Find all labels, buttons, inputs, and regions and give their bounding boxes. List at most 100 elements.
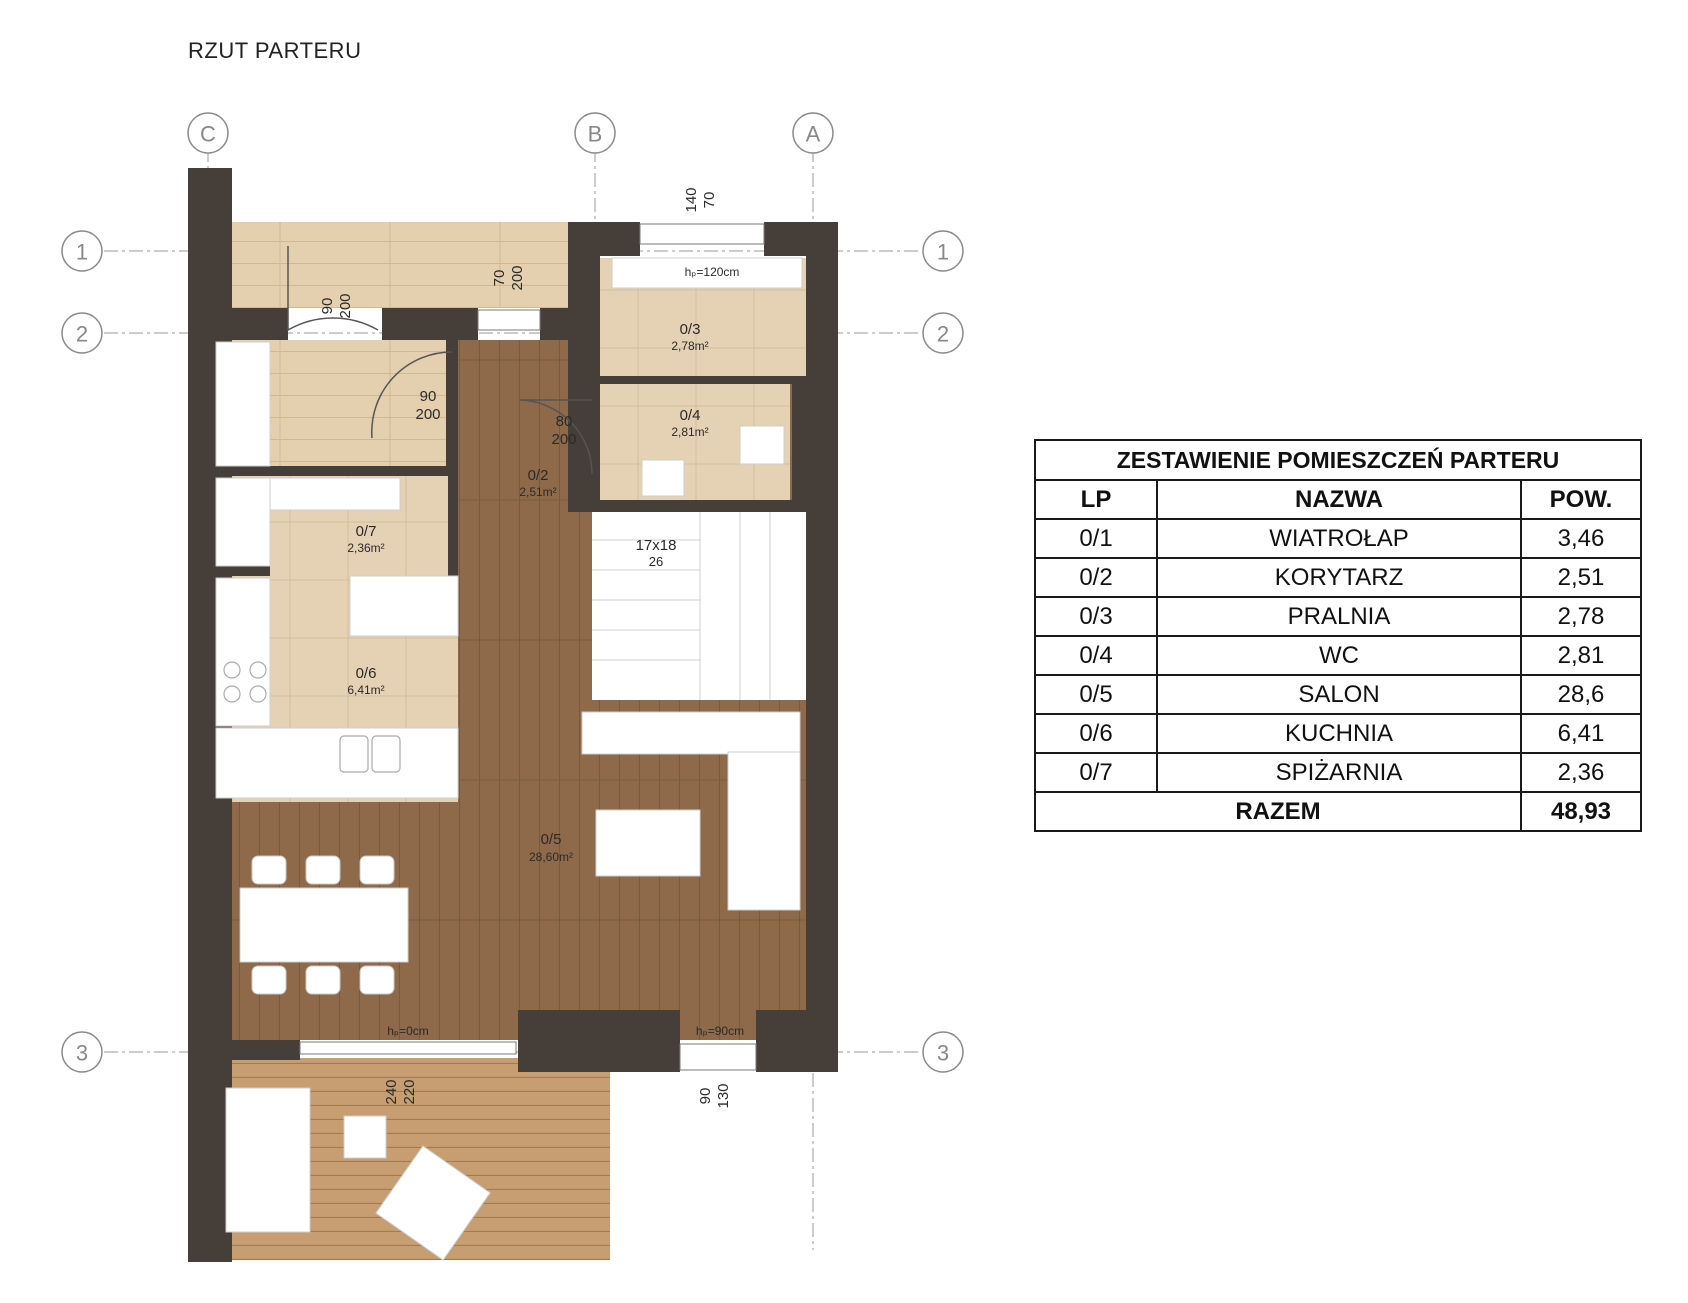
row-lp: 0/2 xyxy=(1034,557,1158,598)
room-area-0-5: 28,60m² xyxy=(529,850,573,864)
row-name: KUCHNIA xyxy=(1156,713,1522,754)
window-entry xyxy=(477,309,541,331)
table-row: 0/3 PRALNIA 2,78 xyxy=(1034,596,1642,637)
window-label-terrace-b: 220 xyxy=(401,1079,418,1104)
bathtub xyxy=(611,257,803,289)
row-name: PRALNIA xyxy=(1156,596,1522,637)
axis-marker-3-left xyxy=(61,1031,103,1073)
row-area: 3,46 xyxy=(1520,518,1642,559)
total-label: RAZEM xyxy=(1034,791,1522,832)
window-label-top-a: 140 xyxy=(683,187,700,212)
row-name: WC xyxy=(1156,635,1522,676)
axis-label-3-right: 3 xyxy=(937,1041,949,1066)
table-total-row: RAZEM 48,93 xyxy=(1034,791,1642,832)
door-label-front-h: 200 xyxy=(337,293,354,318)
sink xyxy=(339,735,401,773)
pantry-shelf xyxy=(269,477,401,511)
total-value: 48,93 xyxy=(1520,791,1642,832)
table-row: 0/7 SPIŻARNIA 2,36 xyxy=(1034,752,1642,793)
door-swings xyxy=(287,246,593,475)
window-label-salon-b: 130 xyxy=(715,1083,732,1108)
room-area-0-6: 6,41m² xyxy=(347,683,384,697)
axis-marker-3-right xyxy=(922,1031,964,1073)
cooktop xyxy=(223,661,267,703)
row-lp: 0/5 xyxy=(1034,674,1158,715)
room-area-0-4: 2,81m² xyxy=(671,425,708,439)
stairs-count: 26 xyxy=(649,554,663,569)
sofa-back xyxy=(581,711,801,755)
row-area: 28,6 xyxy=(1520,674,1642,715)
sill-height-laundry: hₚ=120cm xyxy=(685,265,740,279)
plan-title: RZUT PARTERU xyxy=(188,38,362,63)
axis-marker-1-left xyxy=(61,230,103,272)
row-lp: 0/3 xyxy=(1034,596,1158,637)
table-row: 0/2 KORYTARZ 2,51 xyxy=(1034,557,1642,598)
room-label-0-2: 0/2 xyxy=(528,467,549,484)
terrace-door-window xyxy=(299,1041,517,1055)
toilet xyxy=(739,425,785,465)
axis-label-1-right: 1 xyxy=(937,240,949,265)
window-label-terrace-a: 240 xyxy=(383,1079,400,1104)
washbasin xyxy=(641,459,685,497)
axis-markers xyxy=(61,112,964,1073)
axis-label-2-left: 2 xyxy=(76,322,88,347)
axis-marker-a xyxy=(792,112,834,154)
kitchen-island xyxy=(349,575,459,637)
row-area: 2,78 xyxy=(1520,596,1642,637)
dining-table xyxy=(239,887,409,963)
door-label-wc-w: 80 xyxy=(556,413,573,430)
kitchen-counter-bottom xyxy=(215,727,459,799)
axis-label-c: C xyxy=(200,122,216,147)
sill-height-salon: hₚ=90cm xyxy=(696,1024,744,1038)
furniture xyxy=(215,257,803,1261)
room-area-0-3: 2,78m² xyxy=(671,339,708,353)
row-name: SALON xyxy=(1156,674,1522,715)
windows xyxy=(299,223,765,1071)
door-label-vestibule-w: 90 xyxy=(420,388,437,405)
axis-label-1-left: 1 xyxy=(76,240,88,265)
row-lp: 0/6 xyxy=(1034,713,1158,754)
row-lp: 0/7 xyxy=(1034,752,1158,793)
stairs-size: 17x18 xyxy=(636,537,677,554)
sofa-side xyxy=(727,751,801,911)
table-row: 0/6 KUCHNIA 6,41 xyxy=(1034,713,1642,754)
axis-marker-2-right xyxy=(922,312,964,354)
window-salon xyxy=(679,1043,757,1071)
pantry-cabinet xyxy=(215,477,271,567)
axis-label-a: A xyxy=(806,122,821,147)
room-label-0-3: 0/3 xyxy=(680,321,701,338)
row-area: 2,81 xyxy=(1520,635,1642,676)
table-row: 0/5 SALON 28,6 xyxy=(1034,674,1642,715)
door-label-vestibule-h: 200 xyxy=(415,406,440,423)
terrace-table xyxy=(343,1115,387,1159)
row-area: 6,41 xyxy=(1520,713,1642,754)
row-area: 2,36 xyxy=(1520,752,1642,793)
axis-marker-b xyxy=(574,112,616,154)
door-label-entry-w: 70 xyxy=(491,270,508,287)
room-label-0-5: 0/5 xyxy=(541,831,562,848)
row-area: 2,51 xyxy=(1520,557,1642,598)
stairs xyxy=(592,512,771,700)
row-name: KORYTARZ xyxy=(1156,557,1522,598)
axis-marker-c xyxy=(187,112,229,154)
kitchen-counter-left xyxy=(215,577,271,727)
room-area-0-2: 2,51m² xyxy=(519,485,556,499)
row-lp: 0/1 xyxy=(1034,518,1158,559)
axis-label-b: B xyxy=(588,122,603,147)
row-name: WIATROŁAP xyxy=(1156,518,1522,559)
row-lp: 0/4 xyxy=(1034,635,1158,676)
window-label-salon-a: 90 xyxy=(697,1088,714,1105)
axis-marker-1-right xyxy=(922,230,964,272)
door-label-wc-h: 200 xyxy=(551,431,576,448)
table-header-name: NAZWA xyxy=(1156,479,1522,520)
window-label-top-b: 70 xyxy=(701,192,718,209)
room-label-0-7: 0/7 xyxy=(356,523,377,540)
axis-label-3-left: 3 xyxy=(76,1041,88,1066)
coffee-table xyxy=(595,809,701,877)
terrace-sofa xyxy=(225,1087,311,1233)
stair-floor xyxy=(592,510,806,700)
room-label-0-6: 0/6 xyxy=(356,665,377,682)
row-name: SPIŻARNIA xyxy=(1156,752,1522,793)
door-swing-wc xyxy=(519,399,593,475)
